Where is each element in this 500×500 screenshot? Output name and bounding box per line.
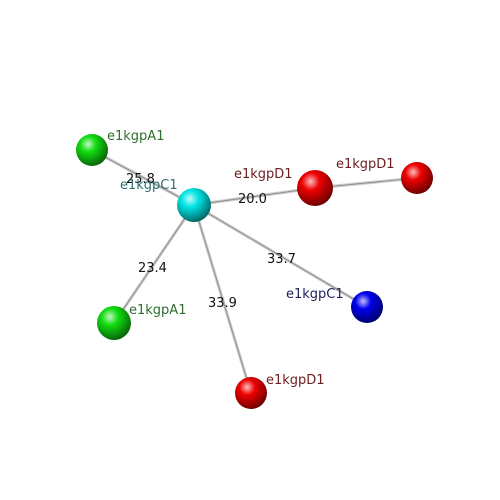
nodes-layer — [76, 134, 433, 409]
edge-center-c1_blue — [192, 203, 369, 309]
node-label-c1_blue: e1kgpC1 — [286, 287, 344, 302]
edge-center-d1_mid — [192, 186, 317, 207]
node-label-d1_right: e1kgpD1 — [336, 157, 395, 172]
node-labels-layer: e1kgpC1 e1kgpA1 e1kgpD1 e1kgpD1 e1kgpC1 e1kgp… — [107, 129, 395, 388]
node-sphere-a1_top[interactable] — [76, 134, 108, 166]
edge-label-center-d1_mid: 20.0 — [238, 192, 267, 207]
edge-label-center-a1_top: 25.8 — [126, 172, 155, 187]
node-sphere-c1_blue[interactable] — [351, 291, 383, 323]
edge-label-center-d1_bottom: 33.9 — [208, 296, 237, 311]
edge-center-a1_bottom — [112, 203, 196, 325]
edge-label-center-a1_bottom: 23.4 — [138, 261, 167, 276]
edge-center-d1_bottom — [192, 203, 253, 395]
node-sphere-d1_right[interactable] — [401, 162, 433, 194]
node-label-center: e1kgpC1 — [120, 178, 178, 193]
edge-center-a1_top — [90, 148, 196, 207]
edge-labels-layer: 25.8 20.0 33.7 23.4 33.9 — [126, 172, 296, 311]
node-label-d1_bottom: e1kgpD1 — [266, 373, 325, 388]
node-label-a1_bottom: e1kgpA1 — [129, 303, 186, 318]
node-sphere-center[interactable] — [177, 188, 211, 222]
node-sphere-d1_bottom[interactable] — [235, 377, 267, 409]
edge-label-center-c1_blue: 33.7 — [267, 252, 296, 267]
node-sphere-a1_bottom[interactable] — [97, 306, 131, 340]
node-label-a1_top: e1kgpA1 — [107, 129, 164, 144]
node-sphere-d1_mid[interactable] — [297, 170, 333, 206]
node-label-d1_mid: e1kgpD1 — [234, 167, 293, 182]
